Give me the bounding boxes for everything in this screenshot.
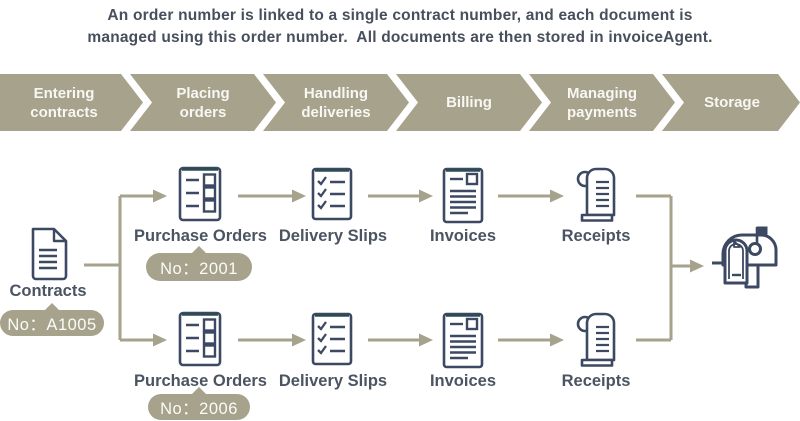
badge-pointer xyxy=(191,387,207,395)
invoice-document-icon xyxy=(442,167,484,224)
order-list-icon xyxy=(178,311,222,367)
purchase-order-number-badge: No：2006 xyxy=(148,387,250,420)
contracts-number-badge: No：A1005 xyxy=(0,303,104,336)
purchase-order-number-badge: No：2001 xyxy=(146,246,252,281)
contracts-label: Contracts xyxy=(9,282,87,300)
purchase-orders-label: Purchase Orders xyxy=(134,372,267,390)
checklist-icon xyxy=(311,312,353,366)
chevron-arrow-band xyxy=(0,74,800,131)
receipt-icon xyxy=(572,166,618,224)
step-storage: Storage xyxy=(704,94,760,111)
checklist-icon xyxy=(311,167,353,221)
purchase-orders-label: Purchase Orders xyxy=(134,227,267,245)
order-list-icon xyxy=(178,166,222,222)
badge-pointer xyxy=(191,246,207,254)
badge-pointer xyxy=(44,303,60,311)
receipts-label: Receipts xyxy=(561,227,631,245)
mailbox-icon xyxy=(710,218,788,294)
delivery-slips-label: Delivery Slips xyxy=(278,227,388,245)
invoice-document-icon xyxy=(442,312,484,369)
delivery-slips-label: Delivery Slips xyxy=(278,372,388,390)
invoices-label: Invoices xyxy=(429,227,497,245)
diagram-title: An order number is linked to a single co… xyxy=(0,5,800,49)
receipt-icon xyxy=(572,311,618,369)
title-line-1: An order number is linked to a single co… xyxy=(107,7,693,24)
invoices-label: Invoices xyxy=(429,372,497,390)
receipts-label: Receipts xyxy=(561,372,631,390)
title-line-2: managed using this order number. All doc… xyxy=(87,29,713,46)
step-billing: Billing xyxy=(446,94,492,111)
contract-document-icon xyxy=(28,227,70,281)
